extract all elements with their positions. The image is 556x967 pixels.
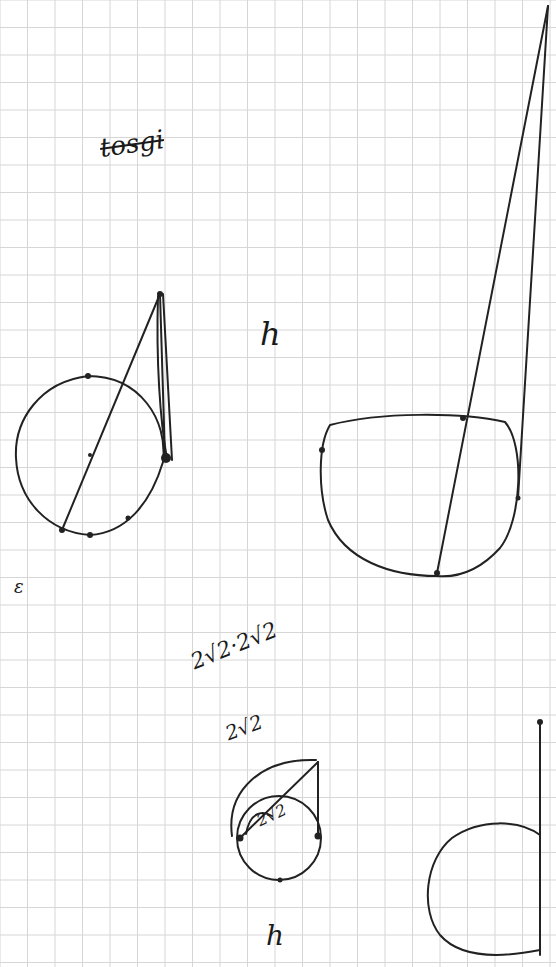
tangent-line [518, 6, 548, 498]
expression-label: 2√2·2√2 [188, 619, 281, 673]
point-dots [59, 291, 543, 883]
arc-sketch [231, 760, 316, 836]
tangent-line [539, 722, 541, 955]
secant-line [437, 6, 548, 573]
variable-label: ε [14, 578, 24, 596]
diameter-line [62, 294, 160, 530]
circle-sketch [428, 823, 540, 954]
length-label: 2√2 [223, 712, 266, 744]
circle-sketch [16, 376, 164, 535]
circle-sketch [237, 796, 321, 880]
chord-line [240, 762, 318, 838]
circle-sketch [321, 415, 519, 576]
tangent-line [157, 296, 167, 459]
variable-label: h [266, 922, 284, 950]
crossed-out-word: tosgi [98, 126, 165, 161]
variable-label: h [260, 318, 281, 350]
tangent-line [317, 762, 319, 836]
